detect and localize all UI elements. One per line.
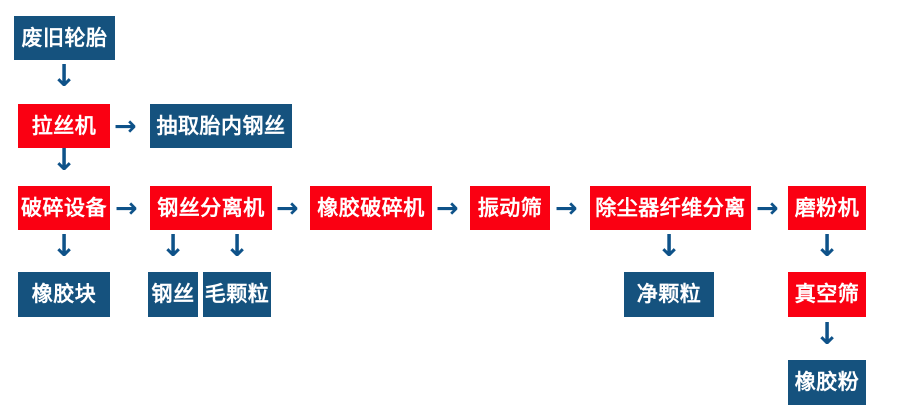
node-label: 磨粉机 bbox=[794, 195, 860, 220]
node-label: 振动筛 bbox=[477, 195, 543, 220]
node-label: 净颗粒 bbox=[636, 282, 702, 306]
arrow-right-icon: → bbox=[555, 192, 578, 224]
node-vibrating-screen[interactable]: 振动筛 bbox=[470, 186, 550, 230]
node-label: 橡胶块 bbox=[31, 282, 97, 306]
node-label: 废旧轮胎 bbox=[21, 25, 108, 50]
node-label: 钢丝分离机 bbox=[157, 195, 265, 220]
node-clean-granule[interactable]: 净颗粒 bbox=[624, 272, 714, 317]
node-label: 真空筛 bbox=[794, 282, 860, 306]
node-rubber-powder[interactable]: 橡胶粉 bbox=[788, 360, 866, 405]
node-rubber-crusher[interactable]: 橡胶破碎机 bbox=[310, 186, 432, 230]
node-label: 拉丝机 bbox=[31, 113, 97, 138]
node-dust-fiber-sep[interactable]: 除尘器纤维分离 bbox=[590, 186, 751, 230]
arrow-right-icon: → bbox=[756, 192, 779, 224]
arrow-right-icon: → bbox=[436, 192, 459, 224]
node-crusher[interactable]: 破碎设备 bbox=[18, 186, 110, 230]
arrow-down-icon: ↓ bbox=[51, 229, 77, 264]
arrow-right-icon: → bbox=[276, 192, 299, 224]
arrow-down-icon: ↓ bbox=[224, 229, 250, 264]
node-label: 抽取胎内钢丝 bbox=[156, 113, 286, 138]
node-vacuum-screen[interactable]: 真空筛 bbox=[788, 272, 866, 317]
arrow-right-icon: → bbox=[114, 110, 137, 142]
node-label: 钢丝 bbox=[151, 282, 195, 306]
node-fiber-granule[interactable]: 毛颗粒 bbox=[203, 272, 271, 317]
node-wire-separator[interactable]: 钢丝分离机 bbox=[150, 186, 272, 230]
arrow-down-icon: ↓ bbox=[160, 229, 186, 264]
node-wire-drawer[interactable]: 拉丝机 bbox=[18, 104, 110, 148]
node-waste-tire[interactable]: 废旧轮胎 bbox=[14, 16, 115, 60]
node-rubber-block[interactable]: 橡胶块 bbox=[18, 272, 110, 317]
arrow-down-icon: ↓ bbox=[51, 59, 77, 94]
node-label: 除尘器纤维分离 bbox=[595, 195, 746, 220]
arrow-down-icon: ↓ bbox=[51, 143, 77, 178]
node-label: 毛颗粒 bbox=[204, 282, 270, 306]
node-steel-wire[interactable]: 钢丝 bbox=[148, 272, 198, 317]
node-pulverizer[interactable]: 磨粉机 bbox=[788, 186, 866, 230]
arrow-down-icon: ↓ bbox=[814, 229, 840, 264]
arrow-right-icon: → bbox=[115, 192, 138, 224]
node-extract-bead-wire[interactable]: 抽取胎内钢丝 bbox=[150, 104, 292, 148]
node-label: 橡胶破碎机 bbox=[317, 195, 425, 220]
arrow-down-icon: ↓ bbox=[656, 229, 682, 264]
arrow-down-icon: ↓ bbox=[814, 317, 840, 352]
node-label: 橡胶粉 bbox=[794, 370, 860, 394]
node-label: 破碎设备 bbox=[21, 195, 107, 220]
